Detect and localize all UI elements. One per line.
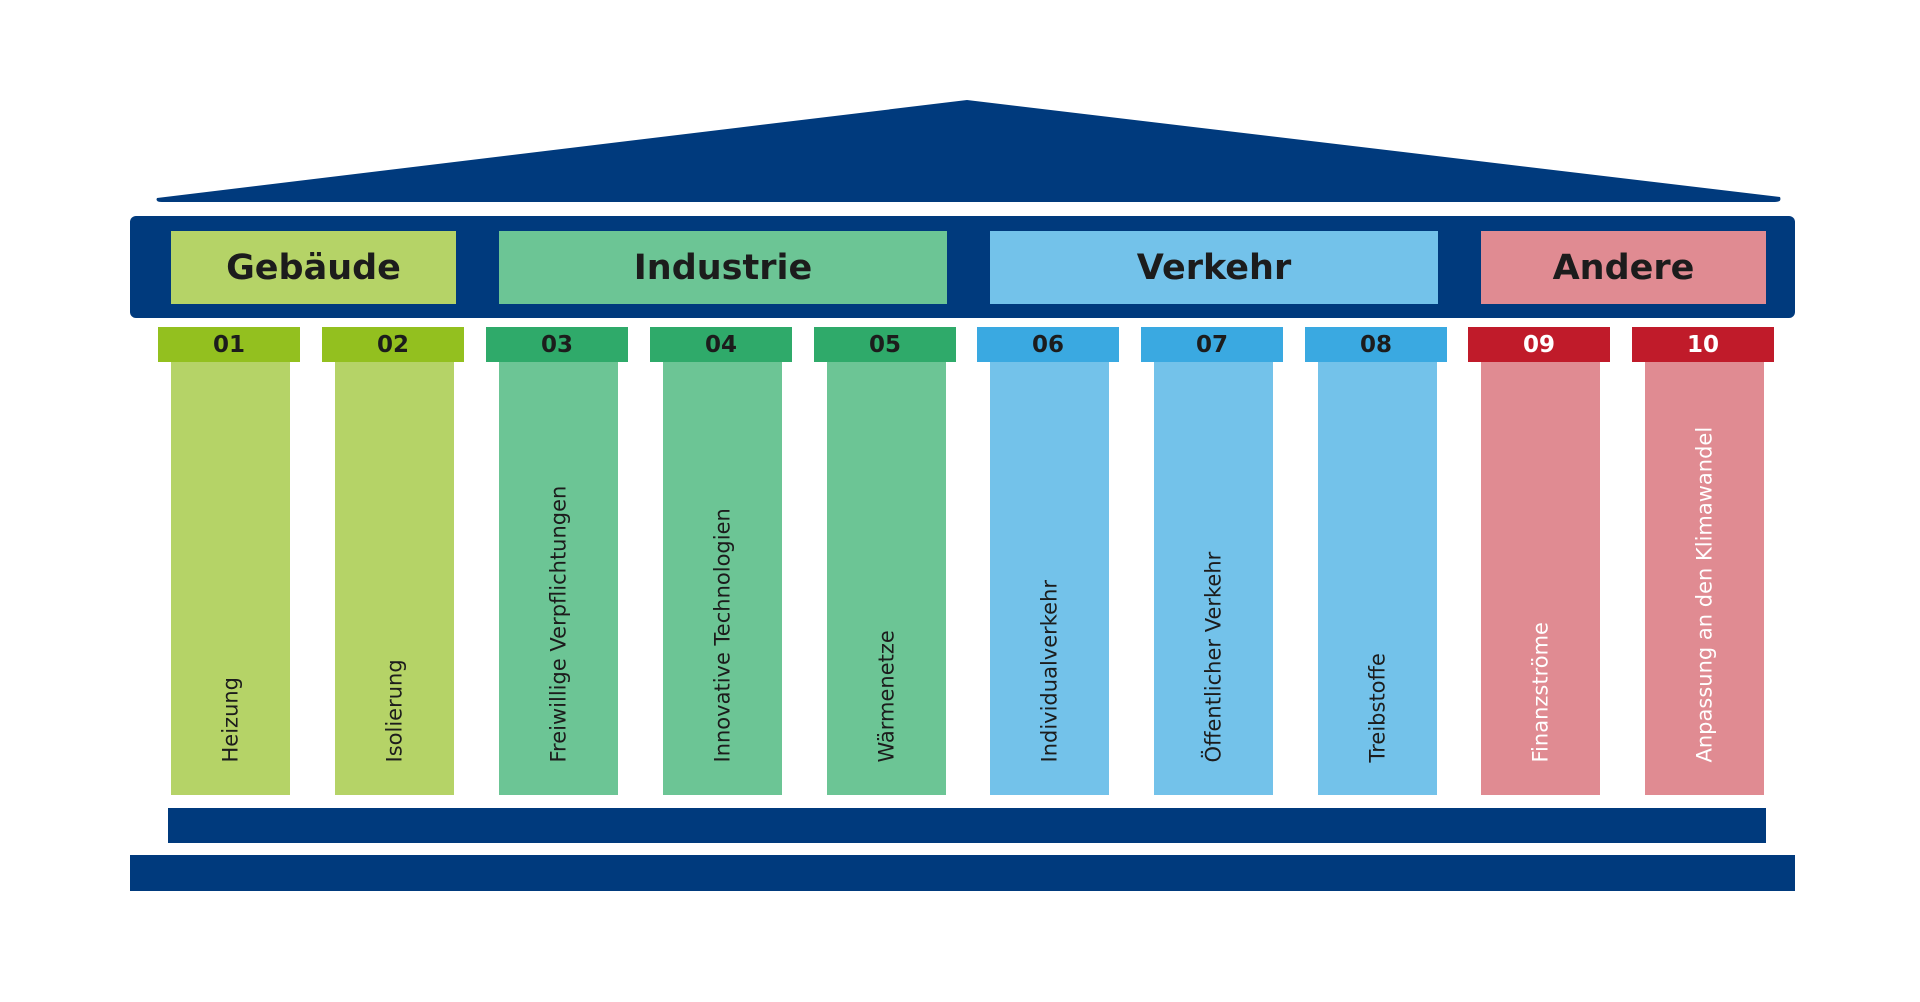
pillar-number-07: 07 — [1141, 327, 1283, 362]
pillar-number-02: 02 — [322, 327, 464, 362]
pillar-07-oeffentlicher-verkehr: Öffentlicher Verkehr — [1154, 362, 1273, 795]
pillar-number-03: 03 — [486, 327, 628, 362]
category-andere: Andere — [1481, 231, 1766, 304]
pillar-10-anpassung-an-den-klimawandel: Anpassung an den Klimawandel — [1645, 362, 1764, 795]
pillar-number-01: 01 — [158, 327, 300, 362]
temple-base-lower-step — [130, 855, 1795, 891]
pillar-06-individualverkehr: Individualverkehr — [990, 362, 1109, 795]
pillar-label: Individualverkehr — [1037, 579, 1061, 763]
pillar-03-freiwillige-verpflichtungen: Freiwillige Verpflichtungen — [499, 362, 618, 795]
pillar-08-treibstoffe: Treibstoffe — [1318, 362, 1437, 795]
pillar-number-10: 10 — [1632, 327, 1774, 362]
pillar-number-06: 06 — [977, 327, 1119, 362]
pillar-04-innovative-technologien: Innovative Technologien — [663, 362, 782, 795]
pillar-number-08: 08 — [1305, 327, 1447, 362]
pillar-number-09: 09 — [1468, 327, 1610, 362]
pillar-label: Anpassung an den Klimawandel — [1692, 426, 1716, 763]
temple-roof — [156, 100, 1781, 202]
pillar-05-waermenetze: Wärmenetze — [827, 362, 946, 795]
pillar-number-04: 04 — [650, 327, 792, 362]
pillar-label: Isolierung — [382, 659, 406, 763]
pillar-label: Öffentlicher Verkehr — [1201, 551, 1225, 763]
pillar-01-heizung: Heizung — [171, 362, 290, 795]
pillar-label: Heizung — [218, 676, 242, 763]
pillar-09-finanzstroeme: Finanzströme — [1481, 362, 1600, 795]
pillar-label: Innovative Technologien — [710, 508, 734, 763]
pillar-02-isolierung: Isolierung — [335, 362, 454, 795]
pillar-label: Finanzströme — [1528, 622, 1552, 763]
temple-base-upper-step — [168, 808, 1766, 843]
pillar-label: Wärmenetze — [874, 630, 898, 763]
pillar-label: Treibstoffe — [1365, 653, 1389, 763]
category-gebaeude: Gebäude — [171, 231, 456, 304]
category-verkehr: Verkehr — [990, 231, 1438, 304]
category-industrie: Industrie — [499, 231, 947, 304]
pillar-number-05: 05 — [814, 327, 956, 362]
roof-pediment — [156, 100, 1781, 202]
pillar-label: Freiwillige Verpflichtungen — [546, 485, 570, 763]
